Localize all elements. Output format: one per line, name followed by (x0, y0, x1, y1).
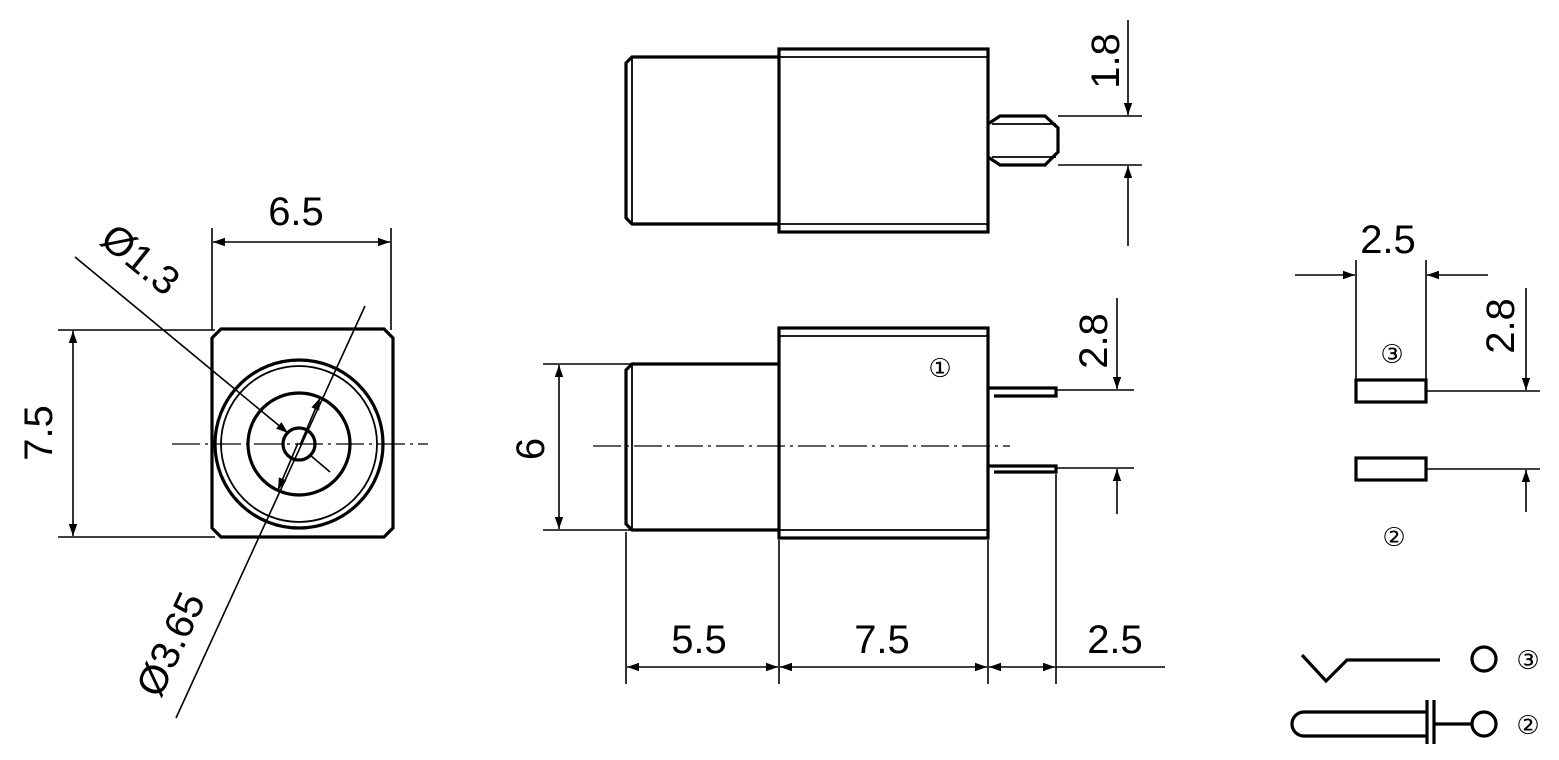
pad-2 (1354, 456, 1428, 482)
dim-side-height: 6 (509, 438, 553, 460)
marker-3: ③ (1380, 340, 1403, 370)
top-view: 1.8 (624, 20, 1142, 246)
dim-pad-pitch: 2.8 (1479, 298, 1523, 354)
leader-center-hole (74, 256, 289, 434)
dim-pad-width: 2.5 (1360, 218, 1416, 262)
pcb-footprint: ③ ② 2.5 2.8 (1295, 218, 1540, 553)
leader-inner-ring (175, 305, 366, 719)
leader-center-hole-tail (309, 454, 331, 473)
dim-length-pin: 2.5 (1087, 618, 1143, 662)
dim-front-width: 6.5 (268, 190, 324, 234)
front-view: 6.5 7.5 Ø1.3 Ø3.65 (17, 190, 428, 719)
dim-side-pitch: 2.8 (1072, 313, 1116, 369)
dim-front-height: 7.5 (17, 405, 61, 461)
front-view-outline (210, 327, 395, 539)
dim-center-hole: Ø1.3 (93, 216, 188, 305)
terminal-3-label: ③ (1516, 646, 1539, 676)
side-pin-upper (988, 386, 1058, 398)
terminal-2-circle (1470, 710, 1498, 738)
leader-inner-ring-arrow-b (277, 442, 299, 491)
side-view: ① 2.8 6 5.5 7.5 2.5 (509, 298, 1165, 684)
terminal-2-label: ② (1516, 711, 1539, 741)
plug-pin-body (1290, 710, 1427, 738)
schematic-symbol: ③ ② (1290, 645, 1540, 744)
switch-contact-line (1300, 653, 1440, 684)
side-nose-outline (624, 362, 779, 532)
dim-inner-ring: Ø3.65 (128, 586, 214, 703)
leader-inner-ring-arrow-a (299, 397, 321, 446)
dim-top-pin-offset: 1.8 (1084, 33, 1128, 89)
marker-2: ② (1382, 523, 1405, 553)
top-body-outline (777, 47, 990, 234)
dim-length-nose: 5.5 (671, 618, 727, 662)
dim-length-body: 7.5 (854, 618, 910, 662)
top-pin-outline (987, 114, 1060, 167)
terminal-3-circle (1470, 645, 1498, 673)
side-body-outline (777, 326, 990, 540)
pad-3 (1354, 378, 1428, 404)
side-pin-lower (988, 464, 1058, 474)
marker-1: ① (928, 354, 951, 384)
top-nose-outline (624, 55, 779, 226)
